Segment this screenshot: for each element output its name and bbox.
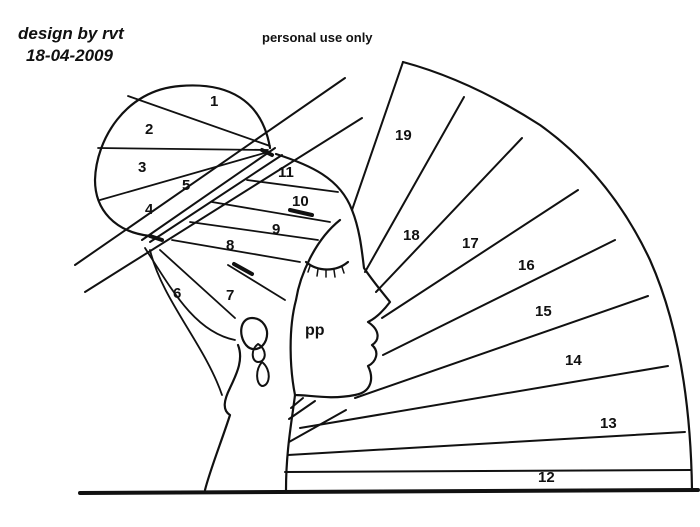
label-1: 1 (210, 93, 218, 110)
label-7: 7 (226, 287, 234, 304)
neck-front (284, 393, 297, 492)
label-10: 10 (292, 193, 309, 210)
ground-line (78, 488, 700, 495)
label-18: 18 (403, 227, 420, 244)
earring (251, 343, 270, 387)
label-pp: pp (305, 322, 325, 339)
label-9: 9 (272, 221, 280, 238)
neck-outline (203, 343, 242, 492)
fan-outline (401, 60, 694, 492)
back-hair-outline (274, 152, 354, 212)
label-6: 6 (173, 285, 181, 302)
fan-inner-edge (351, 61, 404, 211)
label-8: 8 (226, 237, 234, 254)
label-12: 12 (538, 469, 555, 486)
fan-segment-lines (284, 96, 692, 473)
eyelashes (307, 265, 345, 278)
label-5: 5 (182, 177, 190, 194)
label-14: 14 (565, 352, 582, 369)
label-19: 19 (395, 127, 412, 144)
hair-accent-marks (148, 148, 314, 276)
label-15: 15 (535, 303, 552, 320)
face-profile (289, 208, 392, 399)
guide-lines (74, 77, 363, 293)
label-17: 17 (462, 235, 479, 252)
label-4: 4 (145, 201, 154, 218)
design-date: 18-04-2009 (26, 46, 113, 65)
ear (240, 316, 269, 351)
usage-note: personal use only (262, 30, 373, 45)
segment-labels: 1 2 3 4 5 6 7 8 9 10 11 12 13 14 15 16 1… (138, 93, 617, 486)
closed-eye (304, 260, 350, 271)
label-2: 2 (145, 121, 153, 138)
designer-credit: design by rvt (18, 24, 124, 43)
bun-segment-lines (97, 95, 271, 201)
label-3: 3 (138, 159, 146, 176)
label-13: 13 (600, 415, 617, 432)
label-11: 11 (278, 164, 294, 181)
hair-segment-lines (144, 179, 339, 396)
label-16: 16 (518, 257, 535, 274)
hair-bun (93, 84, 272, 238)
